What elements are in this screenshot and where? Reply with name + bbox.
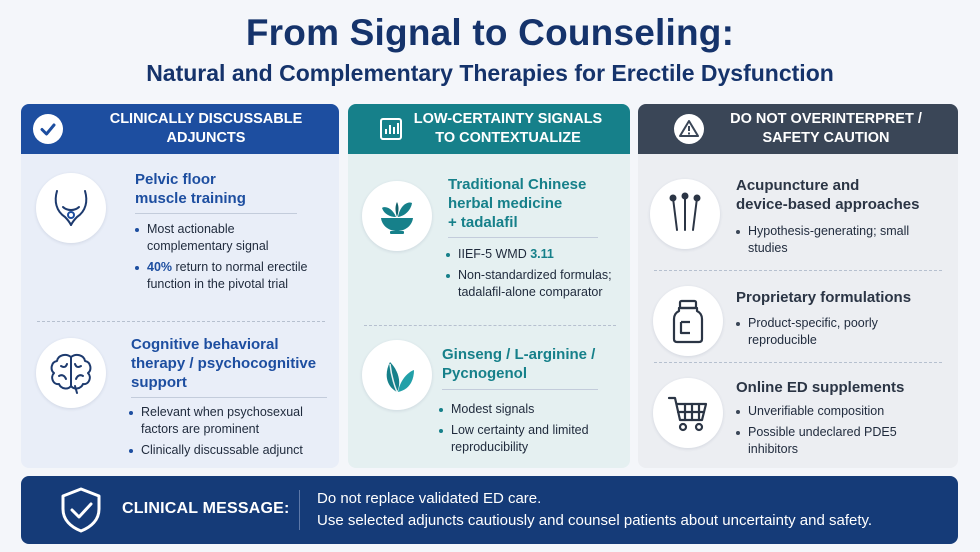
divider bbox=[448, 237, 598, 238]
divider bbox=[131, 397, 327, 398]
item-title: Traditional Chinese herbal medicine + ta… bbox=[448, 176, 587, 231]
section-divider bbox=[654, 362, 942, 363]
bullet-list: Product-specific, poorly reproducible bbox=[736, 315, 936, 353]
column-header-label: LOW-CERTAINTY SIGNALS TO CONTEXTUALIZE bbox=[413, 111, 603, 146]
bullet-list: Unverifiable composition Possible undecl… bbox=[736, 403, 946, 462]
pelvis-icon bbox=[36, 173, 106, 243]
item-title: Online ED supplements bbox=[736, 379, 905, 396]
banner-separator bbox=[299, 490, 300, 530]
banner-message: Do not replace validated ED care. Use se… bbox=[317, 490, 873, 529]
banner-label: CLINICAL MESSAGE: bbox=[122, 500, 290, 517]
bullet: Unverifiable composition bbox=[736, 403, 946, 420]
bullet: Hypothesis-generating; small studies bbox=[736, 223, 946, 257]
bullet: Product-specific, poorly reproducible bbox=[736, 315, 936, 349]
item-title: Ginseng / L-arginine / Pycnogenol bbox=[442, 346, 596, 382]
column-low-certainty: LOW-CERTAINTY SIGNALS TO CONTEXTUALIZE T… bbox=[348, 104, 630, 468]
item-title: Acupuncture and device-based approaches bbox=[736, 177, 920, 213]
bullet: IIEF-5 WMD 3.11 bbox=[446, 246, 626, 263]
bullet-list: Relevant when psychosexual factors are p… bbox=[129, 404, 329, 463]
bullet: Low certainty and limited reproducibilit… bbox=[439, 422, 619, 456]
section-divider bbox=[654, 270, 942, 271]
bullet: Most actionable complementary signal bbox=[135, 221, 315, 255]
shield-check-icon bbox=[56, 485, 106, 535]
bullet: Modest signals bbox=[439, 401, 619, 418]
column-header: LOW-CERTAINTY SIGNALS TO CONTEXTUALIZE bbox=[348, 104, 630, 154]
bullet: Non-standardized formulas; tadalafil-alo… bbox=[446, 267, 626, 301]
shopping-cart-icon bbox=[653, 378, 723, 448]
brain-icon bbox=[36, 338, 106, 408]
page-subtitle: Natural and Complementary Therapies for … bbox=[146, 60, 834, 86]
bar-chart-icon bbox=[376, 114, 406, 144]
item-title: Proprietary formulations bbox=[736, 289, 912, 306]
divider bbox=[135, 213, 297, 214]
bullet: Relevant when psychosexual factors are p… bbox=[129, 404, 329, 438]
section-divider bbox=[364, 325, 616, 326]
item-title: Cognitive behavioral therapy / psychocog… bbox=[131, 336, 317, 391]
warning-icon bbox=[674, 114, 705, 144]
section-divider bbox=[37, 321, 325, 322]
column-header: DO NOT OVERINTERPRET / SAFETY CAUTION bbox=[638, 104, 958, 154]
bullet: Clinically discussable adjunct bbox=[129, 442, 329, 459]
column-header: CLINICALLY DISCUSSABLE ADJUNCTS bbox=[21, 104, 339, 154]
bullet-list: Hypothesis-generating; small studies bbox=[736, 223, 946, 261]
page-title: From Signal to Counseling: bbox=[245, 12, 735, 53]
item-title: Pelvic floor muscle training bbox=[135, 171, 246, 207]
bullet: Possible undeclared PDE5 inhibitors bbox=[736, 424, 946, 458]
herbal-bowl-icon bbox=[362, 181, 432, 251]
pill-bottle-icon bbox=[653, 286, 723, 356]
acupuncture-needles-icon bbox=[650, 179, 720, 249]
leaf-icon bbox=[362, 340, 432, 410]
bullet: 40% return to normal erectile function i… bbox=[135, 259, 315, 293]
column-safety-caution: DO NOT OVERINTERPRET / SAFETY CAUTION Ac… bbox=[638, 104, 958, 468]
column-header-label: DO NOT OVERINTERPRET / SAFETY CAUTION bbox=[730, 111, 922, 146]
bullet-list: Modest signals Low certainty and limited… bbox=[439, 401, 619, 460]
bullet-list: IIEF-5 WMD 3.11 Non-standardized formula… bbox=[446, 246, 626, 305]
bullet-list: Most actionable complementary signal 40%… bbox=[135, 221, 315, 297]
check-circle-icon bbox=[33, 114, 63, 144]
column-clinically-discussable: CLINICALLY DISCUSSABLE ADJUNCTS Pelvic f… bbox=[21, 104, 339, 468]
column-header-label: CLINICALLY DISCUSSABLE ADJUNCTS bbox=[109, 111, 303, 146]
clinical-message-banner: CLINICAL MESSAGE: Do not replace validat… bbox=[21, 476, 958, 544]
divider bbox=[442, 389, 598, 390]
